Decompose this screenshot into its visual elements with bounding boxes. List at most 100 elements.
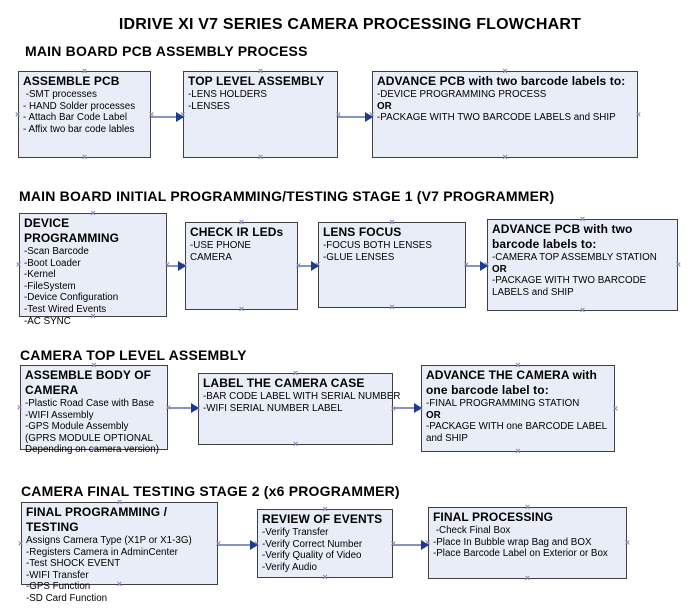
connection-point-icon: × <box>16 259 22 270</box>
box-item: -PACKAGE WITH TWO BARCODE LABELS and SHI… <box>377 112 616 124</box>
section-heading-final-testing-stage2: CAMERA FINAL TESTING STAGE 2 (x6 PROGRAM… <box>21 483 400 499</box>
flow-box-assemble-body-of-camera: × × × × ASSEMBLE BODY OF CAMERA -Plastic… <box>17 361 171 456</box>
flow-arrow <box>393 402 422 413</box>
box-item: -AC SYNC <box>24 315 71 327</box>
box-title: LENS FOCUS <box>323 225 402 239</box>
box-title: FINAL PROGRAMMING / TESTING <box>26 505 168 534</box>
box-item: Assigns Camera Type (X1P or X1-3G) <box>26 535 192 546</box>
flow-arrow <box>168 402 199 413</box>
flow-arrow <box>151 111 184 122</box>
flow-box-label-camera-case: × × × × LABEL THE CAMERA CASE -BAR CODE … <box>195 369 401 449</box>
connection-point-icon: × <box>18 538 24 548</box>
box-item: -Boot Loader <box>24 257 81 269</box>
arrowhead-icon <box>250 539 258 550</box>
box-item: -BAR CODE LABEL WITH SERIAL NUMBER <box>203 391 401 402</box>
flow-box-advance-pcb-two-labels: × × × × ADVANCE PCB with two barcode lab… <box>369 67 641 162</box>
box-item: -FOCUS BOTH LENSES <box>323 240 432 251</box>
box-item: (GPRS MODULE OPTIONAL <box>25 432 153 444</box>
connection-point-icon: × <box>389 302 395 312</box>
connection-point-icon: × <box>257 152 264 162</box>
connection-point-icon: × <box>390 403 396 414</box>
box-item: -WIFI Assembly <box>25 409 94 421</box>
box-item: -FINAL PROGRAMMING STATION <box>426 398 580 409</box>
flow-arrow <box>393 539 429 550</box>
box-item: -SD Card Function <box>26 592 108 604</box>
box-item: -Test SHOCK EVENT <box>26 558 121 570</box>
connection-point-icon: × <box>515 446 521 456</box>
box-title: ADVANCE PCB with two barcode labels to: <box>377 74 626 88</box>
box-item: -Verify Audio <box>262 561 318 573</box>
arrowhead-icon <box>176 111 184 122</box>
arrowhead-icon <box>311 260 319 271</box>
box-item: -GPS Module Assembly <box>25 421 129 433</box>
box-item: -PACKAGE WITH one BARCODE LABEL and SHIP <box>426 421 610 444</box>
box-item: -DEVICE PROGRAMMING PROCESS <box>377 89 547 100</box>
flow-arrow <box>218 539 258 550</box>
arrowhead-icon <box>178 260 186 271</box>
box-item: -Test Wired Events <box>24 303 107 315</box>
box-title: FINAL PROCESSING <box>433 510 554 524</box>
flow-arrow <box>338 111 373 122</box>
connection-point-icon: × <box>148 109 154 119</box>
flow-box-advance-camera-one-label: × × × × ADVANCE THE CAMERA with one barc… <box>418 361 618 456</box>
flow-arrow <box>466 260 488 271</box>
box-item: -Verify Correct Number <box>262 538 363 550</box>
box-title: LABEL THE CAMERA CASE <box>203 376 365 390</box>
connection-point-icon: × <box>579 305 586 315</box>
box-item: -GPS Function <box>26 581 91 593</box>
box-title: ADVANCE PCB with two barcode labels to: <box>492 222 633 251</box>
section-heading-camera-top-assembly: CAMERA TOP LEVEL ASSEMBLY <box>20 347 247 363</box>
box-item: -GLUE LENSES <box>323 251 395 263</box>
box-item: -Plastic Road Case with Base <box>25 398 155 409</box>
page-title: IDRIVE XI V7 SERIES CAMERA PROCESSING FL… <box>118 16 582 33</box>
box-item: -Kernel <box>24 269 56 281</box>
box-item: -Place Barcode Label on Exterior or Box <box>433 548 608 560</box>
flow-box-device-programming: × × × × DEVICE PROGRAMMING -Scan Barcode… <box>16 209 170 327</box>
box-item: OR <box>426 409 441 421</box>
arrowhead-icon <box>421 539 429 550</box>
box-item: - Attach Bar Code Label <box>23 112 128 124</box>
connection-point-icon: × <box>502 152 508 162</box>
connection-point-icon: × <box>624 537 630 548</box>
connection-point-icon: × <box>635 109 641 119</box>
flow-box-final-processing: × × × × FINAL PROCESSING -Check Final Bo… <box>425 503 630 583</box>
box-item: - HAND Solder processes <box>23 100 136 112</box>
box-item: OR <box>377 100 392 112</box>
box-item: - Affix two bar code lables <box>23 123 135 135</box>
connection-point-icon: × <box>612 403 618 413</box>
box-item: -SMT processes <box>23 89 97 100</box>
box-item: -LENSES <box>188 100 230 112</box>
box-title: TOP LEVEL ASSEMBLY <box>188 74 325 88</box>
box-item: -Place In Bubble wrap Bag and BOX <box>433 536 592 548</box>
flow-arrow <box>167 260 186 271</box>
connection-point-icon: × <box>322 572 328 582</box>
box-item: -WIFI Transfer <box>26 569 89 581</box>
flow-box-lens-focus: × × × × LENS FOCUS -FOCUS BOTH LENSES -G… <box>315 218 469 312</box>
connection-point-icon: × <box>81 152 88 162</box>
box-item: OR <box>492 263 507 275</box>
flow-arrow <box>298 260 319 271</box>
connection-point-icon: × <box>524 573 531 583</box>
arrowhead-icon <box>365 111 373 122</box>
box-item: -CAMERA TOP ASSEMBLY STATION <box>492 252 657 263</box>
arrowhead-icon <box>480 260 488 271</box>
connection-point-icon: × <box>17 402 23 412</box>
box-title: ASSEMBLE PCB <box>23 74 120 88</box>
box-item: -Verify Quality of Video <box>262 550 362 562</box>
arrowhead-icon <box>414 402 422 413</box>
box-item: Depending on camera version) <box>25 444 159 456</box>
flow-box-check-ir-leds: × × × × CHECK IR LEDs -USE PHONE CAMERA <box>182 218 301 314</box>
box-item: -PACKAGE WITH TWO BARCODE LABELS and SHI… <box>492 275 649 298</box>
box-item: -USE PHONE CAMERA <box>190 240 254 263</box>
connection-point-icon: × <box>675 259 681 270</box>
flow-box-final-programming-testing: × × × × FINAL PROGRAMMING / TESTING Assi… <box>18 498 221 604</box>
connection-point-icon: × <box>335 109 341 119</box>
flow-box-advance-pcb-two-labels-stage1: × × × × ADVANCE PCB with two barcode lab… <box>484 215 681 315</box>
box-title: DEVICE PROGRAMMING <box>24 216 120 245</box>
box-item: -FileSystem <box>24 280 76 292</box>
box-item: -LENS HOLDERS <box>188 89 267 100</box>
flow-box-review-of-events: × × × × REVIEW OF EVENTS -Verify Transfe… <box>254 505 396 582</box>
arrowhead-icon <box>191 402 199 413</box>
flow-box-top-level-assembly: × × × × TOP LEVEL ASSEMBLY -LENS HOLDERS… <box>180 67 341 162</box>
